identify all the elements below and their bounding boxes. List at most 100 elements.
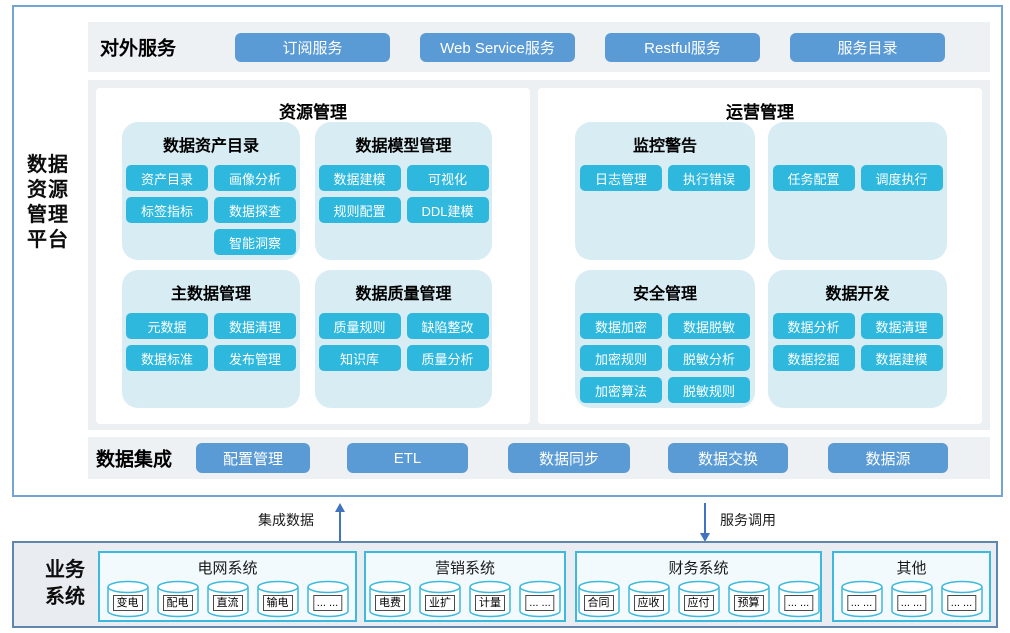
feature-chip[interactable]: 智能洞察	[214, 229, 296, 255]
feature-chip[interactable]: 标签指标	[126, 197, 208, 223]
chip-area: 日志管理 执行错误	[575, 165, 755, 191]
flow-down-label: 服务调用	[720, 512, 776, 528]
db-cylinder: ... ...	[840, 580, 884, 620]
chip-row: 任务配置 调度执行	[772, 165, 943, 191]
module-title: 安全管理	[632, 286, 697, 303]
platform-title-line: 平台	[27, 229, 69, 251]
feature-chip[interactable]: 执行错误	[668, 165, 750, 191]
module-panel-security-mgmt: 安全管理 数据加密 数据脱敏 加密规则 脱敏分析 加密算法 脱敏规则	[575, 270, 755, 408]
module-title: 主数据管理	[170, 286, 251, 303]
module-panel-data-model-mgmt: 数据模型管理 数据建模 可视化 规则配置 DDL建模	[315, 122, 492, 260]
business-group-title: 其他	[896, 560, 927, 577]
feature-chip[interactable]: 可视化	[406, 165, 489, 191]
db-cylinder: ... ...	[518, 580, 562, 620]
feature-chip[interactable]: 数据建模	[318, 165, 401, 191]
cylinder-row: 合同 应收 应付 预算 ... ...	[577, 580, 820, 620]
feature-chip[interactable]: 数据标准	[126, 345, 208, 371]
integration-button-exchange[interactable]: 数据交换	[668, 443, 788, 473]
chip-row: 标签指标 数据探查	[126, 197, 296, 223]
arrow-down-icon	[700, 533, 710, 542]
external-services-label: 对外服务	[100, 38, 177, 60]
platform-title-line: 管理	[27, 204, 69, 226]
cylinder-label: ... ...	[946, 595, 977, 611]
feature-chip[interactable]: 缺陷整改	[406, 313, 489, 339]
chip-row: 数据加密 数据脱敏	[580, 313, 750, 339]
feature-chip[interactable]: 数据加密	[580, 313, 662, 339]
cylinder-label: 输电	[262, 595, 293, 611]
service-button-restful[interactable]: Restful服务	[605, 33, 760, 62]
chip-row: 加密规则 脱敏分析	[580, 345, 750, 371]
chip-row: 规则配置 DDL建模	[318, 197, 489, 223]
feature-chip[interactable]: DDL建模	[406, 197, 489, 223]
module-panel-master-data-mgmt: 主数据管理 元数据 数据清理 数据标准 发布管理	[122, 270, 300, 408]
business-label-line: 系统	[45, 586, 85, 608]
cylinder-label: ... ...	[896, 595, 927, 611]
platform-title-line: 资源	[27, 179, 69, 201]
integration-button-etl[interactable]: ETL	[347, 443, 468, 473]
service-button-subscribe[interactable]: 订阅服务	[235, 33, 390, 62]
business-group-other: 其他 ... ... ... ... ... ...	[832, 551, 991, 622]
feature-chip[interactable]: 数据分析	[772, 313, 855, 339]
feature-chip[interactable]: 质量分析	[406, 345, 489, 371]
arrow-up-icon	[335, 503, 345, 512]
feature-chip[interactable]: 任务配置	[772, 165, 855, 191]
platform-title-line: 数据	[27, 154, 69, 176]
business-group-finance: 财务系统 合同 应收 应付 预算	[575, 551, 822, 622]
service-button-catalog[interactable]: 服务目录	[790, 33, 945, 62]
operation-management-card: 运营管理 监控警告 日志管理 执行错误 任务配置 调度执行	[538, 88, 982, 424]
feature-chip[interactable]: 画像分析	[214, 165, 296, 191]
chip-row: 数据挖掘 数据建模	[772, 345, 943, 371]
module-title: 数据模型管理	[355, 138, 452, 155]
db-cylinder: 合同	[577, 580, 621, 620]
feature-chip[interactable]: 加密算法	[580, 377, 662, 403]
feature-chip[interactable]: 调度执行	[860, 165, 943, 191]
module-panel-monitor-alert: 监控警告 日志管理 执行错误	[575, 122, 755, 260]
feature-chip[interactable]: 数据挖掘	[772, 345, 855, 371]
db-cylinder: 应收	[627, 580, 671, 620]
feature-chip[interactable]: 脱敏规则	[668, 377, 750, 403]
module-panel-task-scheduling: 任务配置 调度执行	[768, 122, 947, 260]
cylinder-label: 业扩	[425, 595, 455, 611]
feature-chip[interactable]: 元数据	[126, 313, 208, 339]
feature-chip[interactable]: 数据建模	[860, 345, 943, 371]
resource-management-title: 资源管理	[279, 103, 347, 122]
arrow-stem	[704, 503, 706, 533]
feature-chip[interactable]: 知识库	[318, 345, 401, 371]
service-button-webservice[interactable]: Web Service服务	[420, 33, 575, 62]
feature-chip[interactable]: 数据探查	[214, 197, 296, 223]
resource-management-card: 资源管理 数据资产目录 资产目录 画像分析 标签指标 数据探查 智能洞察	[96, 88, 530, 424]
integration-button-config[interactable]: 配置管理	[196, 443, 310, 473]
cylinder-row: 变电 配电 直流 输电 ... ...	[100, 580, 355, 620]
module-panel-data-asset-catalog: 数据资产目录 资产目录 画像分析 标签指标 数据探查 智能洞察	[122, 122, 300, 260]
chip-row: 数据分析 数据清理	[772, 313, 943, 339]
chip-area: 资产目录 画像分析 标签指标 数据探查 智能洞察	[122, 165, 300, 255]
feature-chip[interactable]: 数据清理	[860, 313, 943, 339]
data-integration-label: 数据集成	[96, 449, 173, 471]
db-cylinder: 输电	[256, 580, 300, 620]
cylinder-label: 电费	[375, 595, 405, 611]
feature-chip[interactable]: 规则配置	[318, 197, 401, 223]
integration-button-sync[interactable]: 数据同步	[508, 443, 630, 473]
flow-up-arrow	[335, 503, 345, 542]
feature-chip[interactable]: 数据清理	[214, 313, 296, 339]
chip-area: 质量规则 缺陷整改 知识库 质量分析	[315, 313, 492, 371]
feature-chip[interactable]: 加密规则	[580, 345, 662, 371]
cylinder-label: ... ...	[783, 595, 814, 611]
feature-chip[interactable]: 资产目录	[126, 165, 208, 191]
cylinder-label: 应付	[683, 595, 714, 611]
integration-button-datasource[interactable]: 数据源	[828, 443, 948, 473]
data-integration-band: 数据集成 配置管理 ETL 数据同步 数据交换 数据源	[88, 437, 990, 479]
module-panel-data-quality-mgmt: 数据质量管理 质量规则 缺陷整改 知识库 质量分析	[315, 270, 492, 408]
feature-chip[interactable]: 数据脱敏	[668, 313, 750, 339]
feature-chip[interactable]: 质量规则	[318, 313, 401, 339]
feature-chip[interactable]: 日志管理	[580, 165, 662, 191]
chip-row: 知识库 质量分析	[318, 345, 489, 371]
platform-title: 数据 资源 管理 平台	[27, 153, 87, 253]
chip-row: 资产目录 画像分析	[126, 165, 296, 191]
chip-row: 日志管理 执行错误	[580, 165, 750, 191]
cylinder-row: ... ... ... ... ... ...	[834, 580, 989, 620]
feature-chip[interactable]: 发布管理	[214, 345, 296, 371]
cylinder-row: 电费 业扩 计量 ... ...	[366, 580, 564, 620]
feature-chip[interactable]: 脱敏分析	[668, 345, 750, 371]
cylinder-label: 变电	[112, 595, 143, 611]
